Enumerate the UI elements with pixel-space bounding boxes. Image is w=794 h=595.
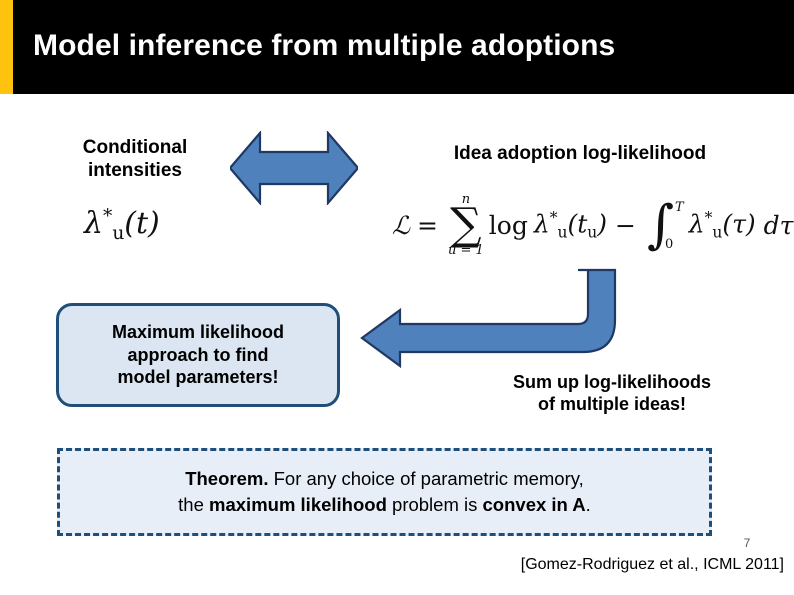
theorem-text-1: For any choice of parametric memory,: [268, 468, 584, 490]
t-subscript-u: u: [587, 223, 598, 242]
lambda-arg-open: (t: [567, 209, 588, 239]
maximum-likelihood-box-text: Maximum likelihood approach to find mode…: [112, 321, 284, 389]
u-subscript: u: [112, 222, 125, 244]
lambda-symbol-2: λ: [533, 209, 550, 239]
integral-operator: ∫: [646, 194, 675, 255]
sum-up-line2: of multiple ideas!: [537, 393, 687, 414]
conditional-intensity-formula: λ*u(t): [84, 206, 160, 244]
lambda-arg-tau: (τ): [722, 209, 756, 239]
sum-up-line1: Sum up log-likelihoods: [513, 372, 711, 392]
theorem-lead: Theorem.: [185, 468, 269, 490]
title-accent-bar: [0, 0, 13, 94]
integral-glyph: ∫: [646, 194, 675, 255]
page-title: Model inference from multiple adoptions: [33, 29, 616, 62]
integral-upper-limit: T: [675, 200, 684, 215]
theorem-text-3: problem is: [386, 494, 483, 515]
script-l-symbol: ℒ: [392, 210, 411, 240]
theorem-text: Theorem. For any choice of parametric me…: [164, 466, 605, 518]
sum-glyph: ∑: [450, 199, 482, 251]
citation-reference: [Gomez-Rodriguez et al., ICML 2011]: [520, 556, 784, 573]
sum-lower-limit: u = 1: [447, 242, 484, 258]
sum-up-label: Sum up log-likelihoods of multiple ideas…: [452, 372, 772, 416]
conditional-intensities-line1: Conditional: [82, 137, 188, 158]
theorem-bold-1: maximum likelihood: [209, 494, 387, 515]
log-operator: log: [488, 210, 528, 240]
theorem-box: Theorem. For any choice of parametric me…: [57, 448, 712, 536]
lambda-symbol-3: λ: [688, 209, 705, 239]
lambda-symbol: λ: [84, 206, 104, 241]
conditional-intensities-line2: intensities: [88, 160, 182, 182]
integral-lower-limit: 0: [665, 237, 674, 252]
theorem-text-2: the: [178, 494, 210, 515]
differential-tau: dτ: [763, 210, 794, 240]
minus-sign: −: [615, 210, 636, 240]
integral-limits: T 0: [665, 200, 684, 252]
elbow-arrow-icon: [360, 268, 617, 368]
log-likelihood-formula: ℒ = n ∑ u = 1 log λ*u(tu) − ∫ T 0 λ*u(τ)…: [392, 190, 794, 260]
idea-adoption-label: Idea adoption log-likelihood: [453, 143, 707, 164]
lambda-arg-close: ): [597, 209, 607, 239]
theorem-text-4: .: [585, 494, 591, 515]
star-superscript: *: [103, 206, 113, 227]
title-bar: Model inference from multiple adoptions: [0, 0, 794, 94]
equals-sign: =: [417, 210, 438, 240]
sum-upper-limit: n: [461, 192, 471, 208]
theorem-bold-2: convex in A: [482, 494, 586, 515]
u-subscript-3: u: [712, 223, 723, 242]
u-subscript-2: u: [557, 223, 568, 242]
conditional-intensities-label: Conditional intensities: [40, 136, 230, 182]
ml-line1: Maximum likelihood: [111, 322, 285, 343]
lambda-argument: (t): [124, 206, 160, 241]
double-headed-arrow-icon: [230, 131, 358, 205]
maximum-likelihood-box: Maximum likelihood approach to find mode…: [56, 303, 340, 407]
summation-operator: n ∑ u = 1: [448, 193, 484, 257]
ml-line2: approach to find: [127, 344, 269, 365]
ml-line3: model parameters!: [117, 367, 279, 388]
slide-number: 7: [743, 536, 751, 550]
star-superscript-2: *: [549, 208, 558, 227]
star-superscript-3: *: [704, 208, 713, 227]
